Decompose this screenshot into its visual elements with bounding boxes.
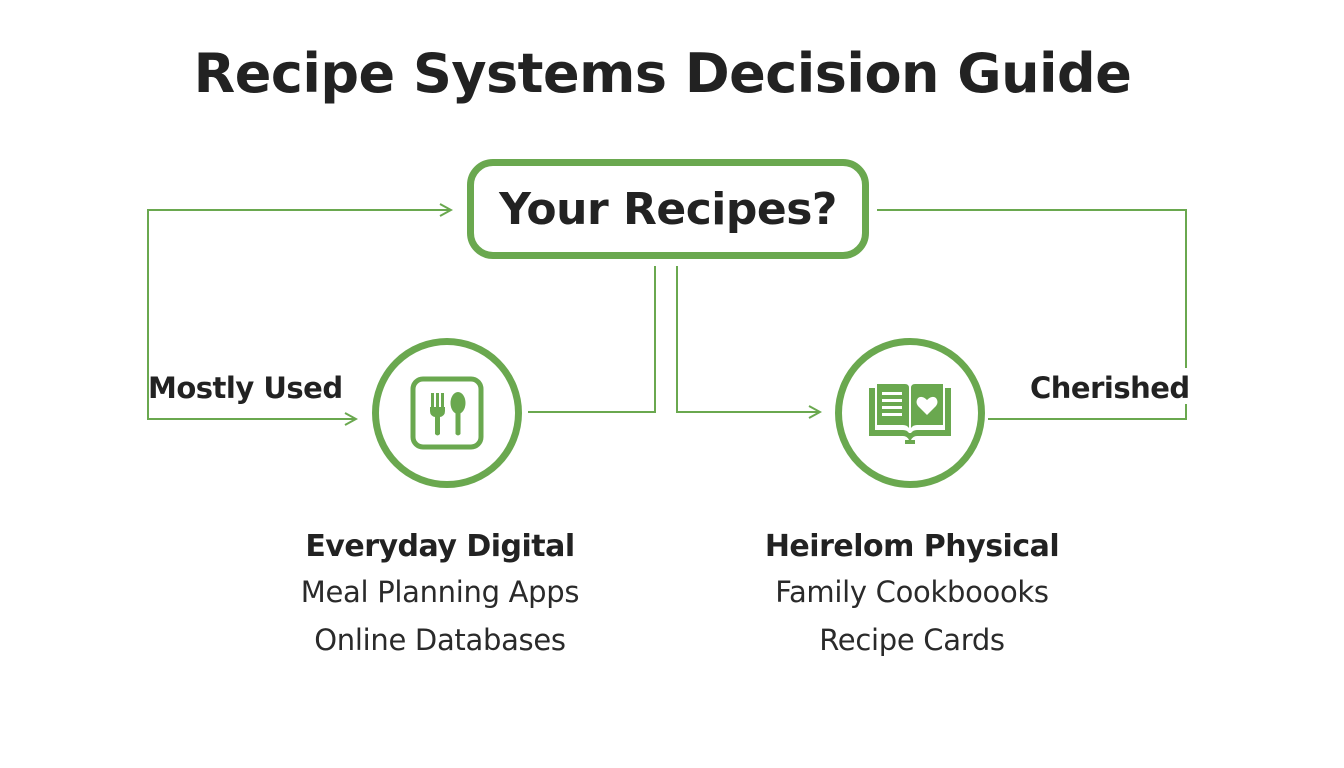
heirloom-physical-node xyxy=(835,338,985,488)
fork-spoon-icon xyxy=(410,376,484,450)
open-book-heart-icon xyxy=(869,384,951,444)
diagram-title: Recipe Systems Decision Guide xyxy=(193,42,1132,105)
branch-item: Meal Planning Apps xyxy=(300,575,580,609)
edge-label-cherished: Cherished xyxy=(1030,371,1190,405)
decision-node: Your Recipes? xyxy=(467,159,869,259)
branch-item: Family Cookboooks xyxy=(775,575,1049,609)
heirloom-physical-branch: Heirelom Physical Family Cookboooks Reci… xyxy=(722,526,1102,664)
branch-heading: Everyday Digital xyxy=(305,529,575,564)
decision-to-left-line xyxy=(528,266,656,413)
everyday-digital-branch: Everyday Digital Meal Planning Apps Onli… xyxy=(250,526,630,664)
branch-item: Recipe Cards xyxy=(819,623,1005,657)
decision-to-right-arrow xyxy=(676,266,820,412)
right-branch-line xyxy=(988,404,1187,420)
edge-label-mostly-used: Mostly Used xyxy=(148,371,343,405)
branch-heading: Heirelom Physical xyxy=(764,529,1060,564)
everyday-digital-node xyxy=(372,338,522,488)
decision-label: Your Recipes? xyxy=(499,183,837,235)
branch-item: Online Databases xyxy=(314,623,566,657)
right-loop-line xyxy=(877,209,1187,368)
